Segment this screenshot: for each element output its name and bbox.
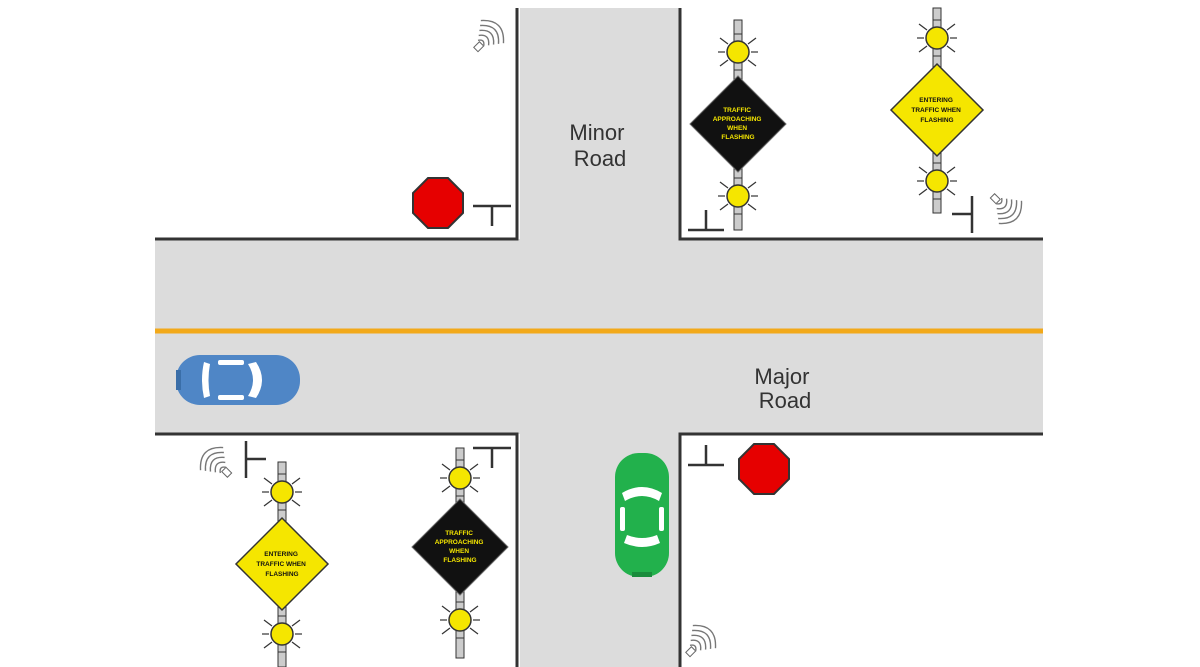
major-road-surface bbox=[155, 239, 1043, 434]
traffic-approaching-sign: TRAFFIC APPROACHING WHEN FLASHING bbox=[411, 498, 509, 596]
sensor-icon bbox=[981, 183, 1029, 231]
beacon-icon bbox=[439, 601, 481, 639]
stop-line-icon bbox=[952, 196, 974, 233]
green-car-icon bbox=[615, 453, 669, 577]
minor-road-label: Minor Road bbox=[569, 120, 630, 171]
blue-car-icon bbox=[176, 355, 300, 405]
stop-sign-icon bbox=[412, 177, 464, 229]
svg-text:TRAFFIC APPROACHING: TRAFFIC APPROACHING WHEN FLASHING bbox=[713, 107, 764, 141]
stop-line-icon bbox=[244, 441, 266, 478]
traffic-approaching-sign: TRAFFIC APPROACHING WHEN FLASHING bbox=[689, 75, 787, 173]
beacon-icon bbox=[439, 459, 481, 497]
sensor-icon bbox=[193, 440, 241, 488]
beacon-icon bbox=[916, 19, 958, 57]
curb-lines bbox=[155, 8, 1043, 667]
beacon-icon bbox=[916, 162, 958, 200]
beacon-icon bbox=[717, 33, 759, 71]
roads bbox=[155, 8, 1043, 667]
svg-text:ENTERING TRAFFIC WHEN: ENTERING TRAFFIC WHEN FLASHING bbox=[911, 97, 962, 124]
major-road-label: Major Road bbox=[754, 364, 815, 413]
traffic-approaching-assembly-ne: TRAFFIC APPROACHING WHEN FLASHING bbox=[689, 19, 787, 231]
stop-sign-icon bbox=[738, 443, 790, 495]
entering-traffic-sign: ENTERING TRAFFIC WHEN FLASHING bbox=[889, 62, 985, 158]
stop-line-icon bbox=[473, 446, 511, 468]
entering-traffic-sign: ENTERING TRAFFIC WHEN FLASHING bbox=[234, 516, 330, 612]
stop-line-icon bbox=[688, 445, 724, 467]
beacon-icon bbox=[261, 473, 303, 511]
stop-line-icon bbox=[688, 210, 724, 232]
sensor-icon bbox=[463, 13, 511, 61]
entering-traffic-assembly-sw: ENTERING TRAFFIC WHEN FLASHING bbox=[234, 461, 330, 667]
svg-text:TRAFFIC APPROACHING: TRAFFIC APPROACHING WHEN FLASHING bbox=[435, 530, 486, 564]
traffic-approaching-assembly-sw: TRAFFIC APPROACHING WHEN FLASHING bbox=[411, 447, 509, 659]
entering-traffic-assembly-ne: ENTERING TRAFFIC WHEN FLASHING bbox=[889, 7, 985, 214]
beacon-icon bbox=[717, 177, 759, 215]
beacon-icon bbox=[261, 615, 303, 653]
stop-line-icon bbox=[473, 204, 511, 226]
svg-text:ENTERING TRAFFIC WHEN: ENTERING TRAFFIC WHEN FLASHING bbox=[256, 551, 307, 578]
sensor-icon bbox=[675, 618, 723, 666]
